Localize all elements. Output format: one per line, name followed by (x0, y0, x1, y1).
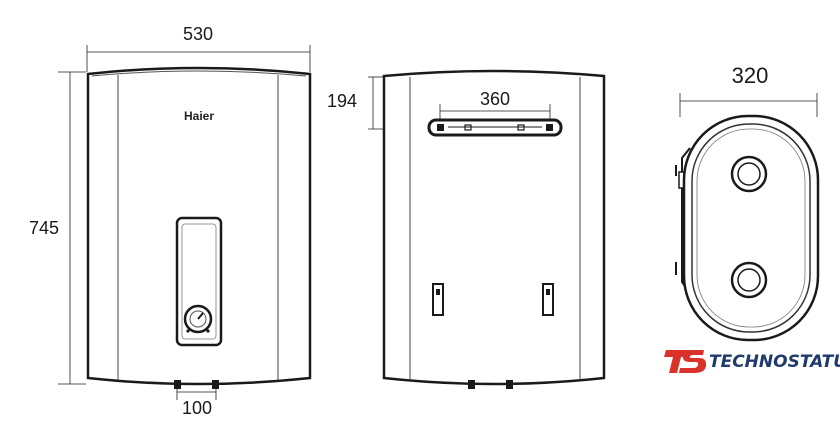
brand-label: Haier (184, 109, 214, 123)
bracket-offset-label: 194 (327, 91, 357, 111)
front-pipes (174, 380, 219, 389)
bracket-width-label: 360 (480, 89, 510, 109)
technostatus-logo-icon (664, 350, 707, 373)
pipe-opening-top-icon (730, 155, 768, 193)
temperature-knob-icon (183, 304, 213, 334)
back-slots (432, 283, 554, 316)
front-height-dimension: 745 (29, 71, 86, 385)
watermark: TECHNOSTATUS (664, 350, 840, 373)
side-view: 320 (675, 63, 820, 342)
back-body (382, 69, 606, 386)
back-view: 194 360 (327, 69, 606, 389)
front-view: 530 745 Haier (29, 24, 312, 418)
pipe-opening-bottom-icon (730, 261, 768, 299)
control-panel (175, 216, 223, 347)
front-height-label: 745 (29, 218, 59, 238)
depth-dimension: 320 (679, 63, 818, 117)
bracket-width-dimension: 360 (439, 89, 551, 124)
front-width-dimension: 530 (86, 24, 311, 72)
pipe-spacing-label: 100 (182, 398, 212, 418)
watermark-text: TECHNOSTATUS (709, 352, 840, 372)
pipe-spacing-dimension: 100 (176, 389, 217, 418)
side-body (682, 114, 820, 342)
front-width-label: 530 (183, 24, 213, 44)
mounting-bracket-icon (427, 118, 563, 137)
depth-label: 320 (732, 63, 769, 88)
back-pipes (468, 380, 513, 389)
